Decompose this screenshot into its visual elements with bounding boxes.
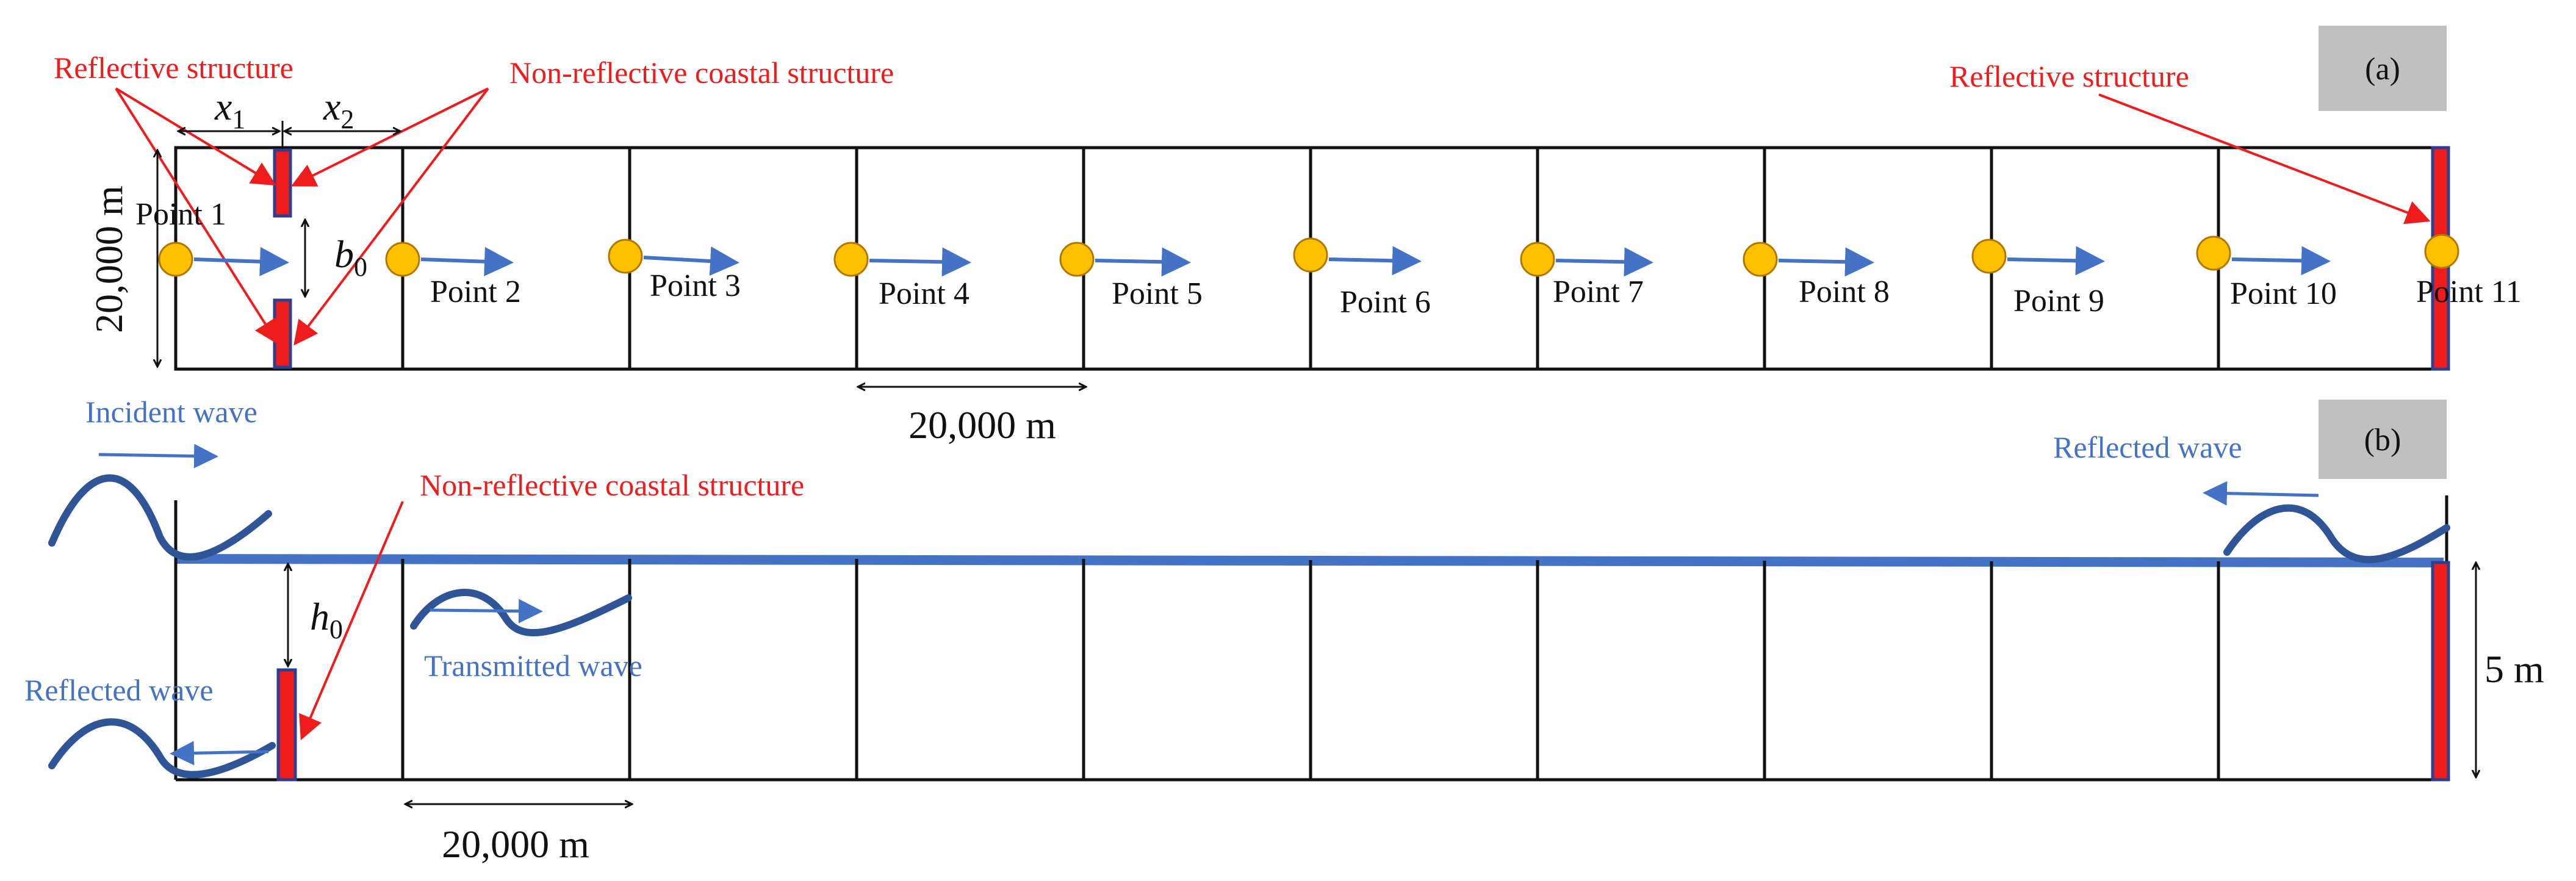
point-7-marker <box>1520 242 1555 277</box>
point-9-label: Point 9 <box>2013 284 2104 318</box>
point-1: Point 1 <box>135 197 289 277</box>
point-1-direction-arrow <box>193 246 289 276</box>
reflective-structure-top <box>273 148 292 218</box>
label-reflected-wave-right: Reflected wave <box>2053 430 2242 464</box>
panel-a-tag-text: (a) <box>2365 52 2400 87</box>
reflective-structure-right-b <box>2431 561 2450 782</box>
point-2: Point 2 <box>385 242 521 309</box>
reflected-wave-left <box>48 718 276 779</box>
point-3-label: Point 3 <box>650 268 741 303</box>
point-10: Point 10 <box>2196 236 2337 311</box>
point-9-direction-arrow <box>2007 246 2105 276</box>
pointer-reflective-bottom <box>115 87 279 345</box>
point-2-direction-arrow <box>420 246 514 276</box>
reflective-structure-bottom <box>273 298 292 369</box>
point-6-label: Point 6 <box>1340 285 1431 320</box>
pointer-reflective-right <box>2098 93 2431 225</box>
label-transmitted-wave: Transmitted wave <box>424 649 642 683</box>
point-5-label: Point 5 <box>1112 276 1203 311</box>
label-reflected-wave-left: Reflected wave <box>24 673 214 707</box>
point-10-direction-arrow <box>2231 246 2331 276</box>
label-reflective-structure-left: Reflective structure <box>54 51 293 85</box>
panel-a-tag-box <box>2319 26 2447 111</box>
point-3-direction-arrow <box>643 246 739 276</box>
point-5-direction-arrow <box>1095 247 1191 277</box>
point-5: Point 5 <box>1059 242 1203 311</box>
point-1-label: Point 1 <box>135 197 226 232</box>
label-x2: x2 <box>323 85 354 134</box>
point-7: Point 7 <box>1520 242 1653 309</box>
point-9: Point 9 <box>1971 239 2105 318</box>
pointer-nonreflective-b <box>299 501 404 741</box>
pointer-nonreflective-bottom <box>293 87 489 346</box>
reflected-wave-left-arrow <box>170 741 269 766</box>
point-8-marker <box>1743 242 1778 277</box>
point-4: Point 4 <box>833 242 971 311</box>
measurement-points: Point 1 Point 2 Point 3 Point 4 Point 5 <box>135 197 2522 320</box>
panel-b-tag-box <box>2319 400 2447 479</box>
point-9-marker <box>1971 239 2007 274</box>
point-8-label: Point 8 <box>1799 275 1890 309</box>
point-6: Point 6 <box>1293 237 1431 320</box>
point-10-label: Point 10 <box>2230 276 2337 311</box>
point-7-direction-arrow <box>1555 247 1653 277</box>
channel-b-dividers <box>174 495 2448 780</box>
panel-b-tag-text: (b) <box>2364 423 2402 458</box>
point-2-label: Point 2 <box>430 275 521 309</box>
label-spacing-a: 20,000 m <box>908 403 1056 447</box>
pointer-nonreflective-top <box>290 87 489 187</box>
label-h0: h0 <box>310 595 343 644</box>
point-6-marker <box>1293 237 1328 273</box>
point-11: Point 11 <box>2416 234 2522 309</box>
wave-arrows <box>98 444 2319 766</box>
dimension-x1-x2 <box>178 121 400 149</box>
point-10-marker <box>2196 236 2231 271</box>
point-3-marker <box>608 239 643 274</box>
point-4-direction-arrow <box>869 247 971 277</box>
point-8-direction-arrow <box>1778 247 1874 277</box>
point-11-label: Point 11 <box>2416 275 2522 309</box>
label-spacing-b: 20,000 m <box>442 822 589 866</box>
label-channel-width: 20,000 m <box>87 185 131 333</box>
point-6-direction-arrow <box>1328 246 1422 276</box>
panel-b: (b) <box>24 395 2544 866</box>
label-nonreflective-structure-b: Non-reflective coastal structure <box>420 468 804 502</box>
point-3: Point 3 <box>608 239 741 303</box>
point-7-label: Point 7 <box>1553 275 1644 309</box>
label-depth: 5 m <box>2484 647 2544 691</box>
label-incident-wave: Incident wave <box>85 395 257 429</box>
panel-a-tag: (a) <box>2319 26 2447 111</box>
point-11-marker <box>2424 234 2459 269</box>
point-1-marker <box>158 242 193 277</box>
waves <box>48 474 2450 779</box>
label-x1: x1 <box>214 85 245 134</box>
reflected-wave-right-arrow <box>2203 481 2319 506</box>
transmitted-wave <box>410 589 632 636</box>
pointer-reflective-top <box>115 87 276 186</box>
reflected-wave-right <box>2223 504 2450 564</box>
point-8: Point 8 <box>1743 242 1890 309</box>
panel-b-tag: (b) <box>2319 400 2447 479</box>
point-5-marker <box>1059 242 1095 277</box>
point-4-label: Point 4 <box>879 276 970 311</box>
pointer-arrows-a <box>115 87 2431 346</box>
panel-a: (a) Reflective structure Non-reflective … <box>54 26 2522 447</box>
label-nonreflective-structure-a: Non-reflective coastal structure <box>509 56 894 90</box>
nonreflective-structure-b <box>276 668 297 782</box>
incident-wave-arrow <box>98 444 218 469</box>
incident-wave <box>48 474 272 561</box>
point-4-marker <box>833 242 869 277</box>
transmitted-wave-arrow <box>430 599 543 624</box>
label-b0: b0 <box>334 232 367 282</box>
point-2-marker <box>385 242 420 277</box>
label-reflective-structure-right: Reflective structure <box>1949 59 2189 93</box>
